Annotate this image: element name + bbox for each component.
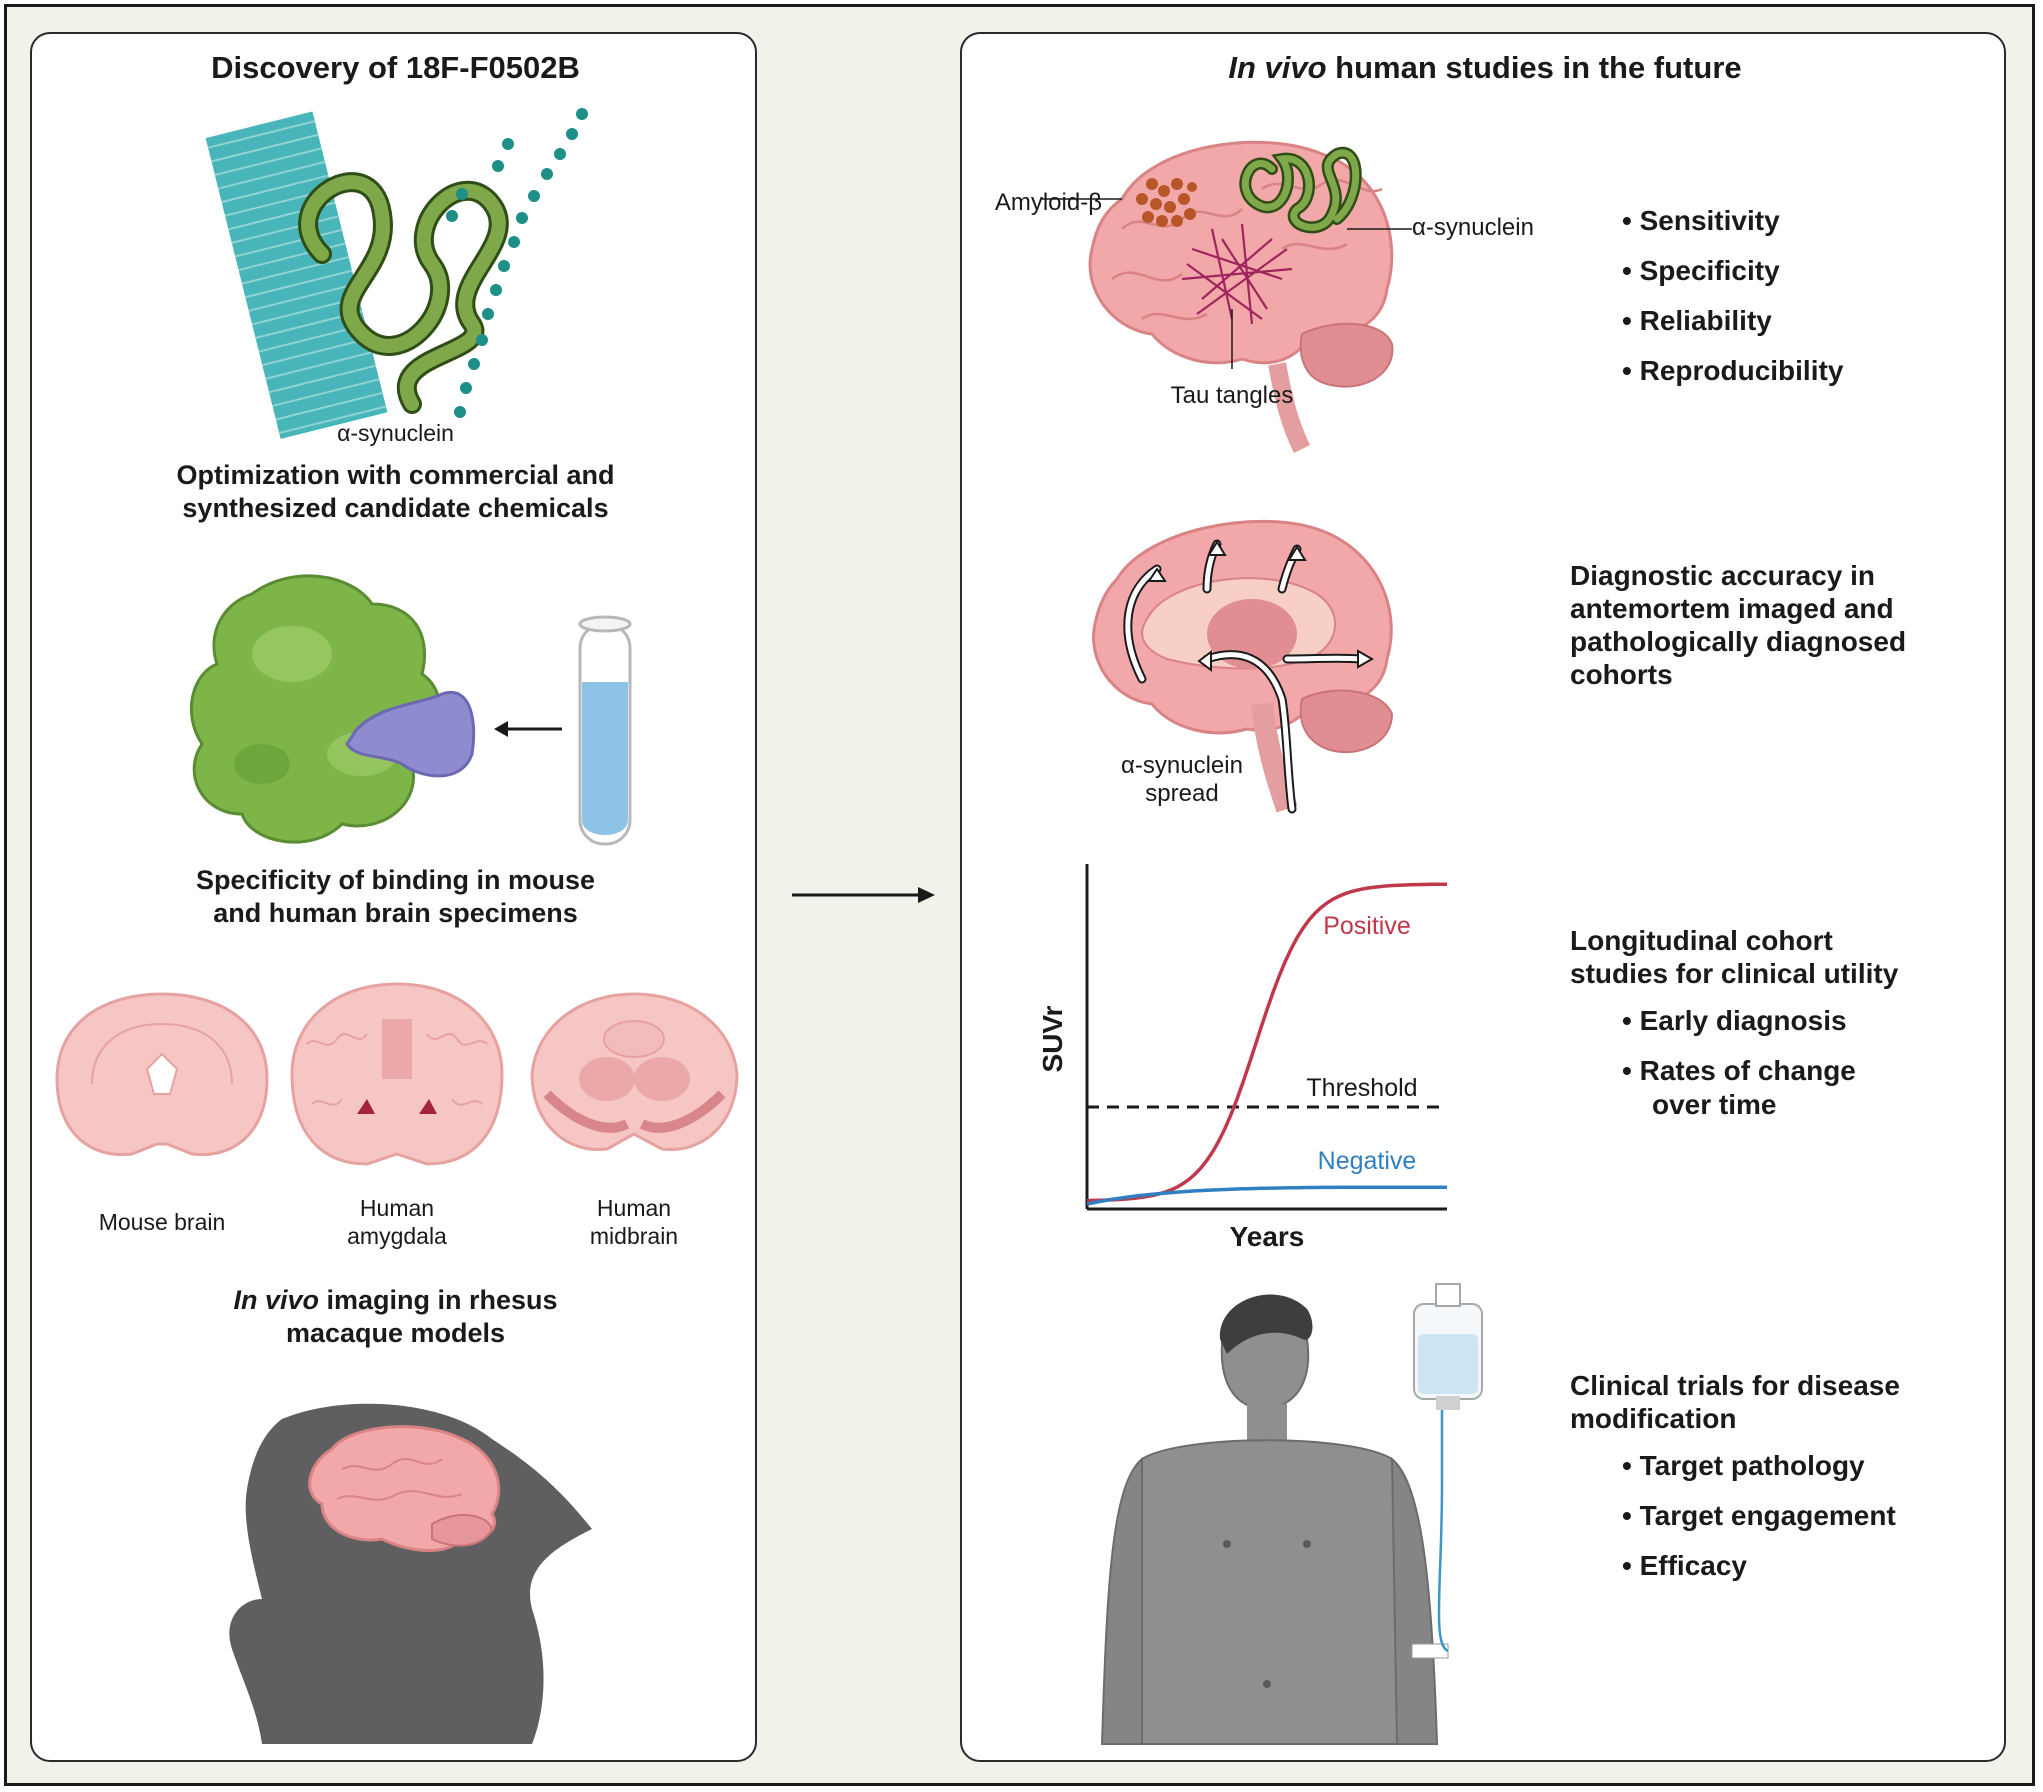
bullet-dot: • bbox=[1622, 355, 1632, 386]
bullet-dot: • bbox=[1622, 1005, 1632, 1036]
bullet-efficacy: • Efficacy bbox=[1622, 1549, 1896, 1583]
right-title: In vivo human studies in the future bbox=[962, 50, 2008, 86]
positive-label: Positive bbox=[1323, 912, 1411, 940]
amygdala-line-1: Human bbox=[359, 1195, 435, 1221]
human-midbrain-label: Human midbrain bbox=[534, 1194, 734, 1250]
mouse-brain-label: Mouse brain bbox=[98, 1209, 226, 1235]
specificity-line-1: Specificity of binding in mouse bbox=[195, 865, 596, 895]
bullet-target-pathology: • Target pathology bbox=[1622, 1449, 1896, 1483]
macaque-head-illustration bbox=[229, 1403, 592, 1744]
bullet-text: Target engagement bbox=[1639, 1500, 1896, 1531]
clinical-heading: Clinical trials for disease modification bbox=[1570, 1369, 1900, 1435]
protein-ligand-illustration bbox=[189, 574, 632, 846]
invivo-italic: In vivo bbox=[233, 1285, 319, 1315]
spread-label: α-synuclein spread bbox=[1082, 752, 1282, 808]
bullet-dot: • bbox=[1622, 205, 1632, 236]
flow-arrow bbox=[792, 887, 935, 903]
mouse-brain-slice bbox=[55, 992, 269, 1157]
bullet-text: Target pathology bbox=[1639, 1450, 1865, 1481]
optimization-line-1: Optimization with commercial and bbox=[176, 460, 615, 490]
bullets-quality: • Sensitivity • Specificity • Reliabilit… bbox=[1622, 204, 1843, 388]
spread-line-1: α-synuclein bbox=[1121, 752, 1243, 779]
bullet-text: Rates of change bbox=[1639, 1055, 1856, 1086]
longitudinal-heading: Longitudinal cohort studies for clinical… bbox=[1570, 924, 1898, 990]
amygdala-line-2: amygdala bbox=[347, 1223, 447, 1249]
bullet-dot: • bbox=[1622, 1550, 1632, 1581]
human-midbrain-slice bbox=[530, 992, 739, 1152]
bullet-text: Early diagnosis bbox=[1639, 1005, 1847, 1036]
longitudinal-line-1: Longitudinal cohort bbox=[1570, 925, 1833, 956]
clinical-line-1: Clinical trials for disease bbox=[1570, 1370, 1900, 1401]
left-panel: Discovery of 18F-F0502B bbox=[30, 32, 757, 1762]
invivo-rest: imaging in rhesus bbox=[318, 1285, 558, 1315]
bullets-clinical: • Target pathology • Target engagement •… bbox=[1622, 1449, 1896, 1583]
midbrain-line-1: Human bbox=[596, 1195, 672, 1221]
spread-line-2: spread bbox=[1145, 780, 1219, 807]
midbrain-line-2: midbrain bbox=[589, 1223, 679, 1249]
bullet-dot: • bbox=[1622, 1055, 1632, 1086]
longitudinal-line-2: studies for clinical utility bbox=[1570, 958, 1899, 989]
optimization-heading: Optimization with commercial and synthes… bbox=[32, 459, 759, 525]
bullet-specificity: • Specificity bbox=[1622, 254, 1843, 288]
human-iv-illustration bbox=[1100, 1283, 1483, 1745]
specificity-heading: Specificity of binding in mouse and huma… bbox=[32, 864, 759, 930]
synuclein-membrane-illustration bbox=[205, 108, 588, 439]
threshold-label: Threshold bbox=[1306, 1074, 1417, 1102]
diagnostic-heading: Diagnostic accuracy in antemortem imaged… bbox=[1570, 559, 1906, 691]
diagnostic-line-3: pathologically diagnosed bbox=[1570, 626, 1907, 657]
right-title-italic: In vivo bbox=[1228, 50, 1327, 85]
invivo-imaging-heading: In vivo imaging in rhesus macaque models bbox=[32, 1284, 759, 1350]
brain-pathology-illustration bbox=[1042, 140, 1412, 454]
bullet-text: Reproducibility bbox=[1639, 355, 1844, 386]
invivo-imaging-line-2: macaque models bbox=[285, 1318, 506, 1348]
bullet-text: Reliability bbox=[1639, 305, 1772, 336]
bullet-reproducibility: • Reproducibility bbox=[1622, 354, 1843, 388]
negative-series-line bbox=[1086, 1185, 1448, 1206]
bullet-dot: • bbox=[1622, 1450, 1632, 1481]
synuclein-label: α-synuclein bbox=[337, 420, 454, 446]
human-amygdala-label: Human amygdala bbox=[297, 1194, 497, 1250]
bullet-sensitivity: • Sensitivity bbox=[1622, 204, 1843, 238]
right-panel: In vivo human studies in the future Amyl… bbox=[960, 32, 2006, 1762]
bullet-rates-of-change: • Rates of change bbox=[1622, 1054, 1856, 1088]
synuclein-spread-illustration bbox=[1092, 519, 1394, 814]
human-amygdala-slice bbox=[290, 982, 504, 1166]
bullet-dot: • bbox=[1622, 305, 1632, 336]
right-title-rest: human studies in the future bbox=[1326, 50, 1742, 85]
optimization-line-2: synthesized candidate chemicals bbox=[182, 493, 609, 523]
bullet-target-engagement: • Target engagement bbox=[1622, 1499, 1896, 1533]
diagnostic-line-4: cohorts bbox=[1570, 659, 1673, 690]
y-axis-label: SUVr bbox=[1037, 1005, 1068, 1072]
left-title: Discovery of 18F-F0502B bbox=[211, 50, 580, 85]
brain-synuclein-label: α-synuclein bbox=[1412, 214, 1534, 241]
negative-label: Negative bbox=[1318, 1147, 1417, 1175]
tau-tangles-label: Tau tangles bbox=[1170, 382, 1294, 409]
bullet-text: Specificity bbox=[1639, 255, 1780, 286]
invivo-imaging-line-1: In vivo imaging in rhesus bbox=[32, 1284, 759, 1317]
bullets-longitudinal: • Early diagnosis • Rates of change over… bbox=[1622, 1004, 1856, 1122]
clinical-line-2: modification bbox=[1570, 1403, 1737, 1434]
x-axis-label: Years bbox=[1230, 1221, 1305, 1252]
bullet-dot: • bbox=[1622, 255, 1632, 286]
specificity-line-2: and human brain specimens bbox=[213, 898, 578, 928]
diagnostic-line-2: antemortem imaged and bbox=[1570, 593, 1894, 624]
bullet-dot: • bbox=[1622, 1500, 1632, 1531]
diagnostic-line-1: Diagnostic accuracy in bbox=[1570, 560, 1876, 591]
amyloid-label: Amyloid-β bbox=[994, 189, 1102, 216]
bullet-rates-of-change-cont: over time bbox=[1652, 1089, 1777, 1120]
bullet-reliability: • Reliability bbox=[1622, 304, 1843, 338]
bullet-text: Sensitivity bbox=[1639, 205, 1780, 236]
bullet-early-diagnosis: • Early diagnosis bbox=[1622, 1004, 1856, 1038]
bullet-text: Efficacy bbox=[1639, 1550, 1747, 1581]
